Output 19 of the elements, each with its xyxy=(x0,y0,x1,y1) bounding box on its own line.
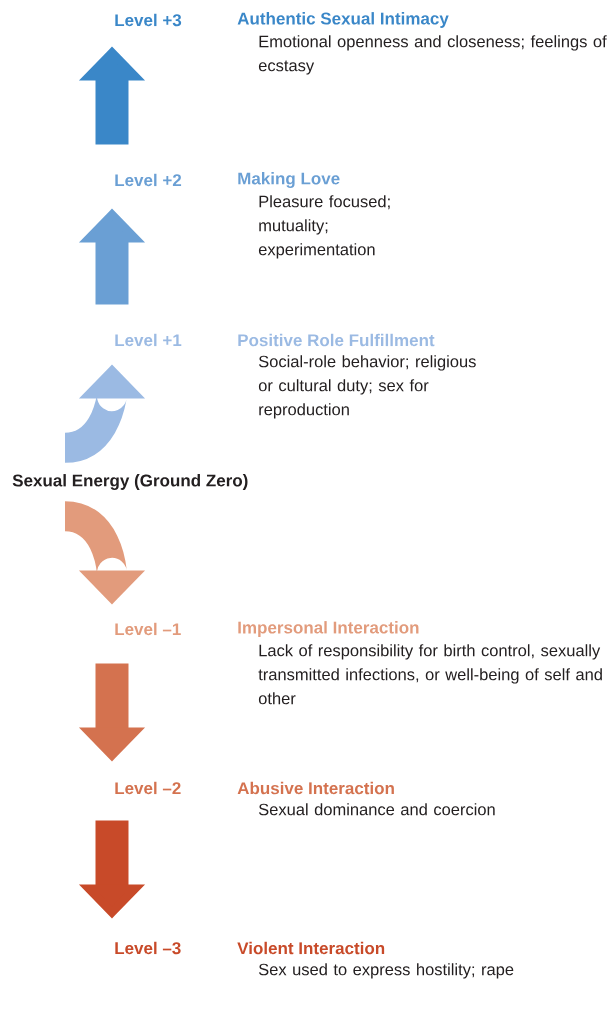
level-label: Level +1 xyxy=(115,333,182,347)
level-description: Sex used to express hostility; rape xyxy=(258,963,514,979)
level-label: Level +2 xyxy=(115,173,182,187)
level-label: Sexual Energy (Ground Zero) xyxy=(12,474,248,490)
level-description: Emotional openness and closeness; feelings of ecstasy xyxy=(258,35,607,75)
level-label: Level –2 xyxy=(115,781,181,795)
level-description: Sexual dominance and coercion xyxy=(258,803,495,816)
level-heading: Positive Role Fulfillment xyxy=(238,333,435,347)
level-label: Level +3 xyxy=(115,13,182,27)
level-heading: Making Love xyxy=(238,172,340,188)
level-description: Lack of responsibility for birth control, sexually transmitted infections, or well-being of self and other xyxy=(258,644,602,705)
level-description: Pleasure focused; mutuality; experimentation xyxy=(258,195,390,259)
level-label: Level –3 xyxy=(115,941,181,955)
level-label: Level –1 xyxy=(115,622,181,636)
level-heading: Impersonal Interaction xyxy=(238,621,419,637)
level-heading: Violent Interaction xyxy=(237,941,385,955)
level-description: Social-role behavior; religious or cultural duty; sex for reproduction xyxy=(258,355,476,419)
level-heading: Abusive Interaction xyxy=(237,781,394,795)
level-heading: Authentic Sexual Intimacy xyxy=(237,12,449,28)
